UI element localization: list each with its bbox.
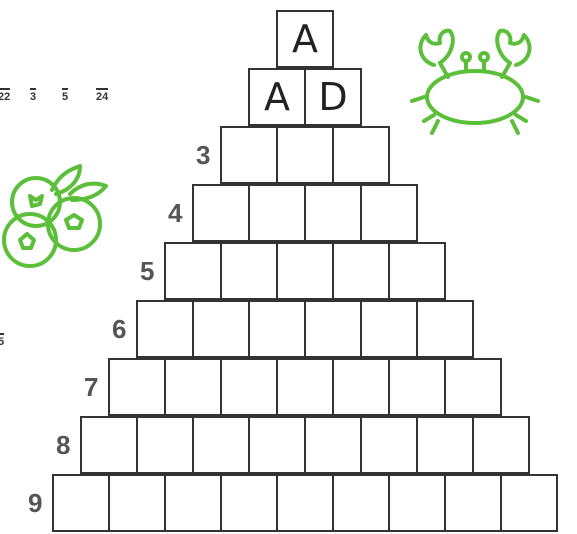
- empty-cell[interactable]: [192, 184, 250, 242]
- letter-cell[interactable]: A: [276, 10, 334, 68]
- empty-cell[interactable]: [276, 242, 334, 300]
- row-length-label: 4: [168, 198, 182, 229]
- empty-cell[interactable]: [192, 416, 250, 474]
- clue-number: 22: [0, 88, 10, 103]
- empty-cell[interactable]: [332, 474, 390, 532]
- row-length-label: 7: [84, 372, 98, 403]
- empty-cell[interactable]: [360, 300, 418, 358]
- row-length-label: 5: [140, 256, 154, 287]
- pyramid-row: A: [276, 10, 334, 68]
- empty-cell[interactable]: [220, 474, 278, 532]
- clue-number: 24: [96, 88, 108, 103]
- empty-cell[interactable]: [80, 416, 138, 474]
- pyramid-row: [80, 416, 530, 474]
- empty-cell[interactable]: [136, 300, 194, 358]
- empty-cell[interactable]: [500, 474, 558, 532]
- crab-icon: [410, 25, 540, 140]
- empty-cell[interactable]: [136, 416, 194, 474]
- empty-cell[interactable]: [248, 184, 306, 242]
- empty-cell[interactable]: [164, 358, 222, 416]
- empty-cell[interactable]: [416, 416, 474, 474]
- empty-cell[interactable]: [332, 358, 390, 416]
- pyramid-row: [164, 242, 446, 300]
- empty-cell[interactable]: [304, 416, 362, 474]
- empty-cell[interactable]: [276, 126, 334, 184]
- empty-cell[interactable]: [276, 474, 334, 532]
- empty-cell[interactable]: [108, 474, 166, 532]
- empty-cell[interactable]: [108, 358, 166, 416]
- pyramid-row: [108, 358, 502, 416]
- row-length-label: 8: [56, 430, 70, 461]
- clue-number: 5: [62, 88, 68, 103]
- empty-cell[interactable]: [388, 358, 446, 416]
- empty-cell[interactable]: [52, 474, 110, 532]
- edge-fragment: 5: [0, 333, 4, 348]
- empty-cell[interactable]: [220, 126, 278, 184]
- clue-number: 3: [30, 88, 36, 103]
- blueberries-icon: [0, 160, 115, 270]
- empty-cell[interactable]: [164, 242, 222, 300]
- empty-cell[interactable]: [332, 126, 390, 184]
- letter-cell[interactable]: A: [248, 68, 306, 126]
- empty-cell[interactable]: [444, 358, 502, 416]
- row-length-label: 3: [196, 140, 210, 171]
- empty-cell[interactable]: [360, 184, 418, 242]
- empty-cell[interactable]: [360, 416, 418, 474]
- empty-cell[interactable]: [164, 474, 222, 532]
- row-length-label: 9: [28, 488, 42, 519]
- empty-cell[interactable]: [388, 474, 446, 532]
- pyramid-row: [136, 300, 474, 358]
- pyramid-row: [192, 184, 418, 242]
- empty-cell[interactable]: [332, 242, 390, 300]
- letter-cell[interactable]: D: [304, 68, 362, 126]
- empty-cell[interactable]: [304, 184, 362, 242]
- empty-cell[interactable]: [472, 416, 530, 474]
- pyramid-row: [52, 474, 558, 532]
- row-length-label: 6: [112, 314, 126, 345]
- empty-cell[interactable]: [416, 300, 474, 358]
- empty-cell[interactable]: [220, 242, 278, 300]
- empty-cell[interactable]: [388, 242, 446, 300]
- empty-cell[interactable]: [444, 474, 502, 532]
- empty-cell[interactable]: [276, 358, 334, 416]
- empty-cell[interactable]: [248, 300, 306, 358]
- empty-cell[interactable]: [192, 300, 250, 358]
- empty-cell[interactable]: [248, 416, 306, 474]
- empty-cell[interactable]: [304, 300, 362, 358]
- empty-cell[interactable]: [220, 358, 278, 416]
- pyramid-row: [220, 126, 390, 184]
